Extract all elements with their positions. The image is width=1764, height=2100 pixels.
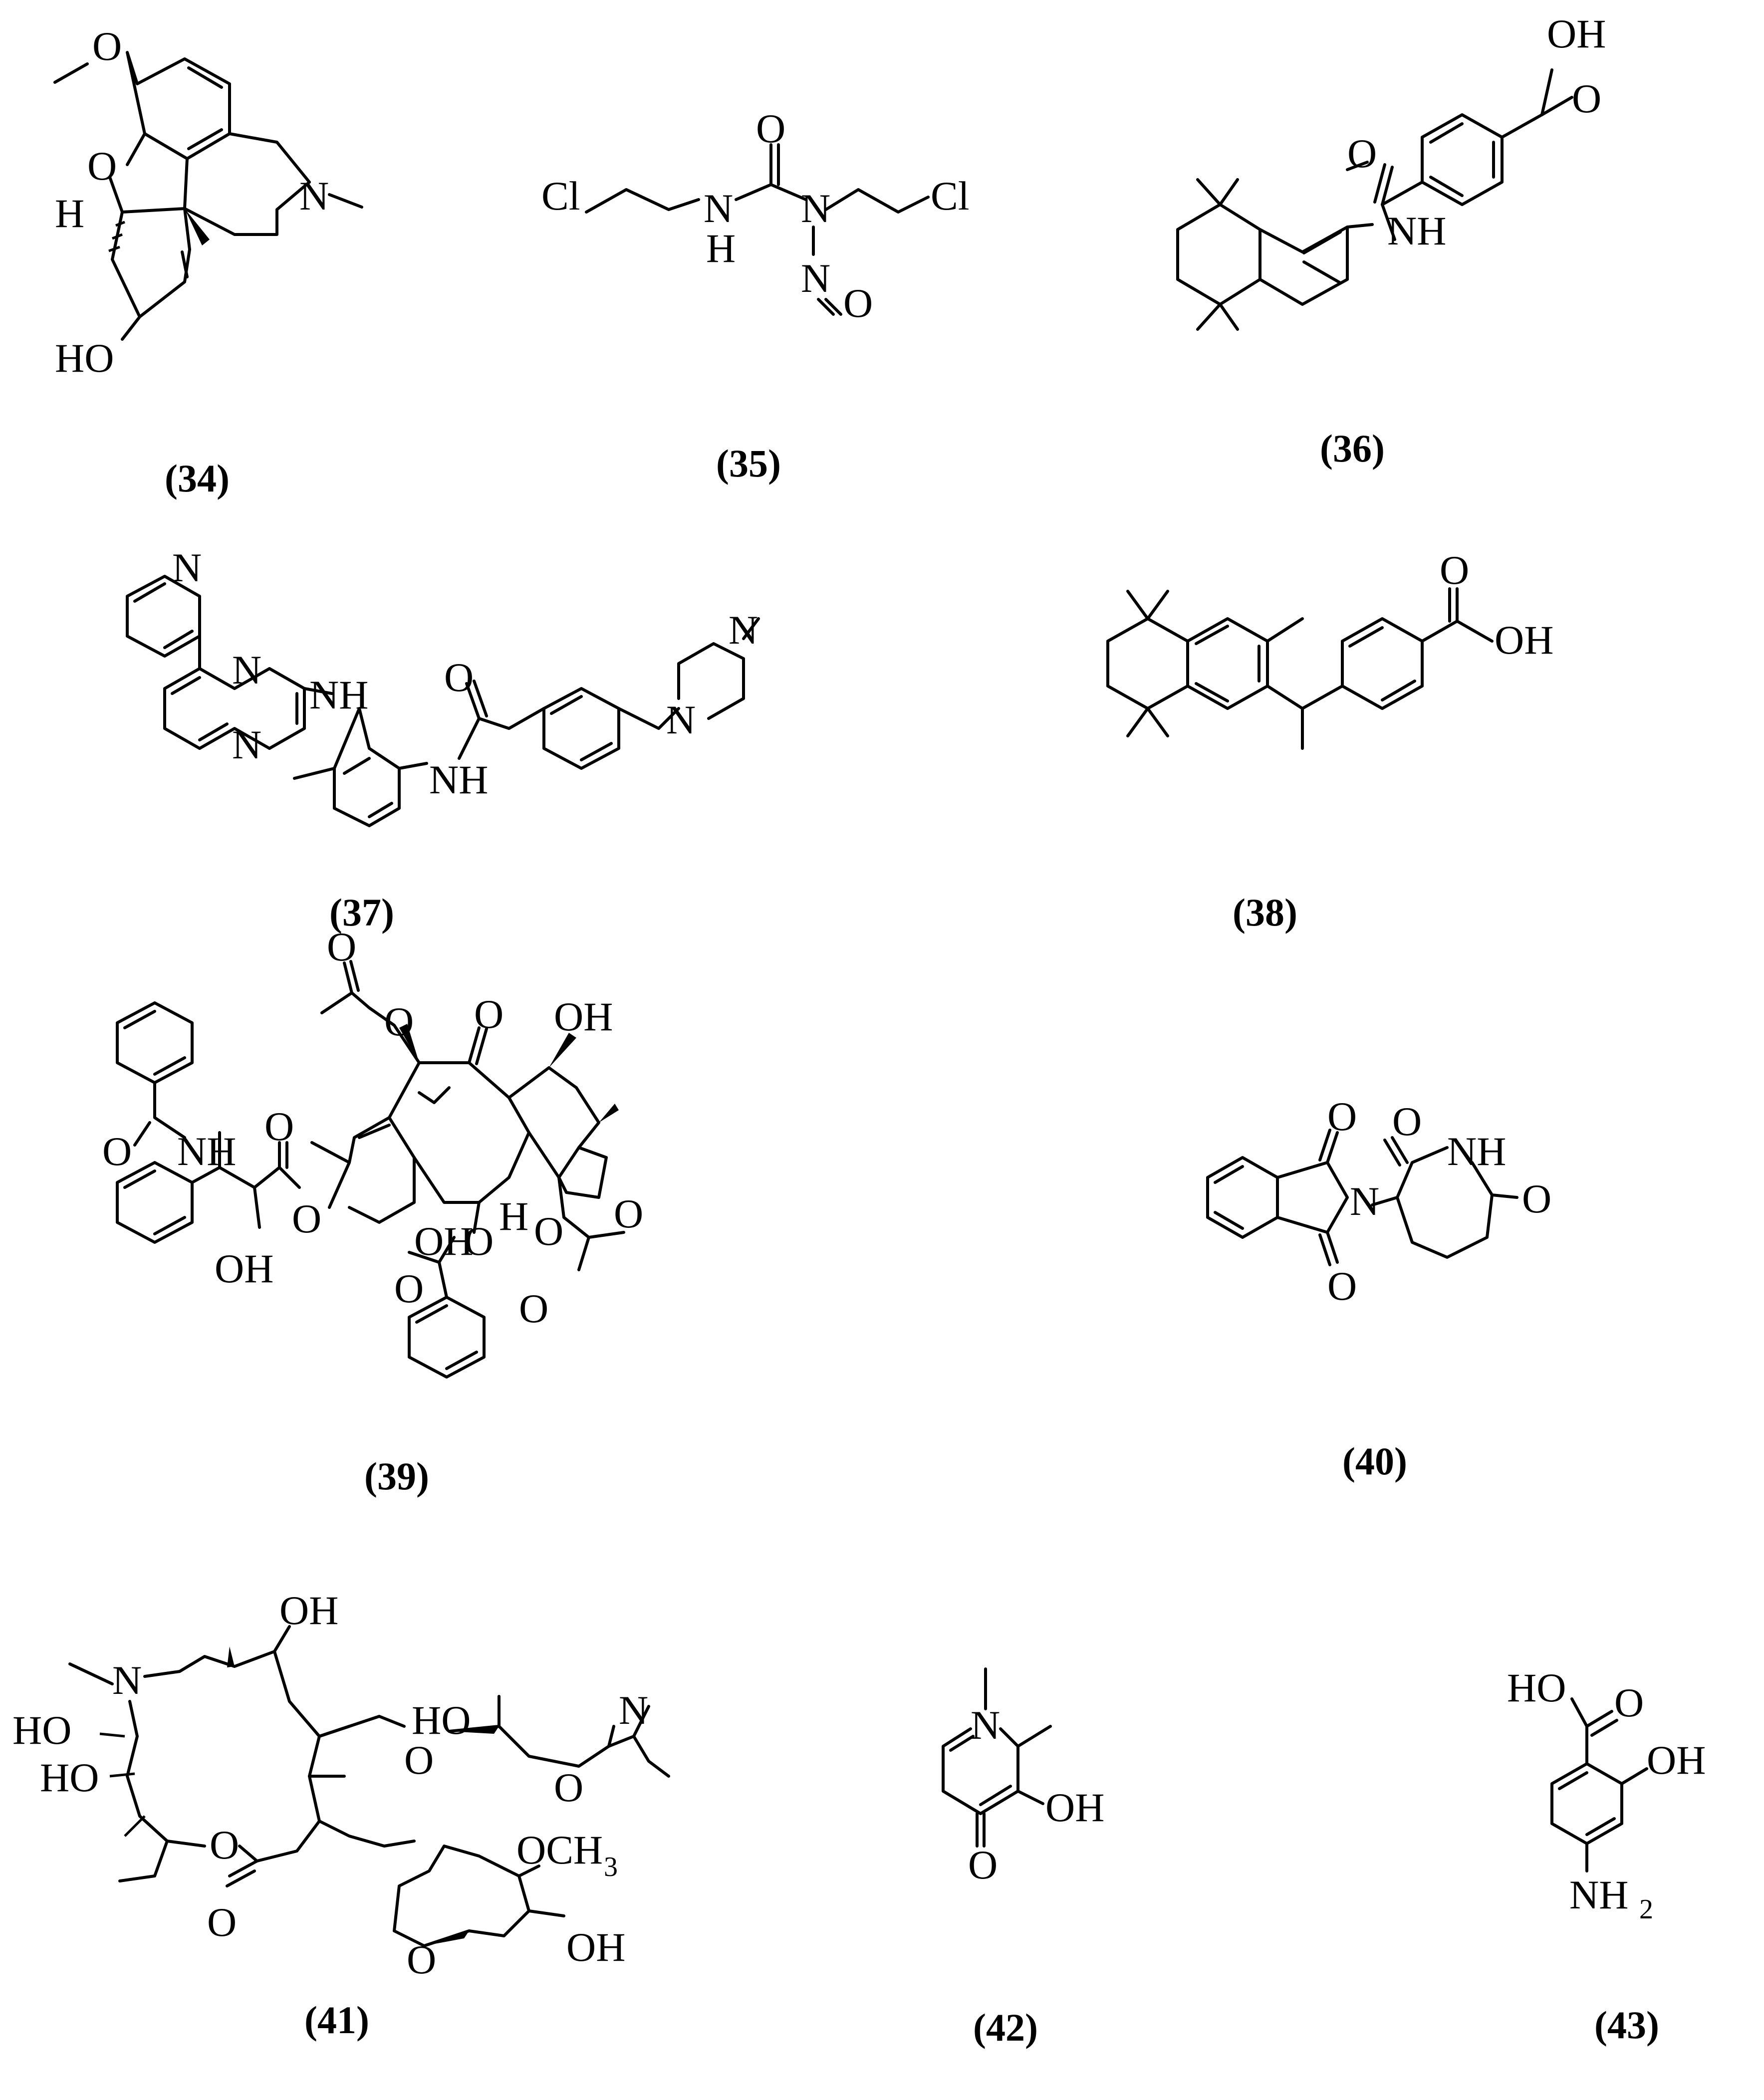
label-39-15: O	[394, 1266, 424, 1311]
label-41-2: HO	[12, 1707, 71, 1753]
label-39-0: O	[327, 924, 356, 969]
label-41-12: OH	[566, 1924, 625, 1970]
label-39-1: O	[384, 999, 414, 1044]
label-39-13: O	[534, 1208, 563, 1254]
label-43-0: HO	[1507, 1665, 1566, 1710]
caption-36: (36)	[1320, 427, 1385, 470]
label-41-sub3: 3	[604, 1852, 618, 1882]
label-42-0: N	[971, 1702, 1000, 1748]
label-35-3: H	[706, 226, 736, 271]
label-40-1: O	[1392, 1099, 1422, 1144]
label-41-5: O	[207, 1899, 237, 1945]
label-35-6: N	[801, 255, 830, 301]
compound-39: O O O OH O NH O O OH OH H O O O O O (39)	[102, 924, 643, 1498]
label-39-6: O	[264, 1104, 294, 1149]
compound-37: N N N NH O NH N N (37)	[126, 545, 760, 934]
caption-42: (42)	[973, 2006, 1038, 2049]
label-41-8: O	[404, 1737, 434, 1783]
label-39-3: OH	[554, 994, 613, 1039]
compound-35: O Cl N H N Cl N O (35)	[541, 106, 969, 485]
label-37-3: NH	[309, 672, 368, 717]
label-35-1: Cl	[541, 173, 580, 219]
label-39-12: O	[464, 1218, 494, 1264]
compound-40: O O NH N O O (40)	[1206, 1094, 1551, 1483]
caption-35: (35)	[716, 442, 781, 485]
label-41-9: O	[554, 1765, 583, 1810]
label-43-sub2: 2	[1639, 1894, 1653, 1925]
label-35-4: N	[801, 186, 830, 231]
label-39-7: O	[292, 1196, 321, 1241]
compound-41: OH N HO HO O O HO N O O OCH 3 O OH (41)	[12, 1588, 670, 2042]
label-41-4: O	[210, 1822, 239, 1867]
label-36-1: O	[1572, 76, 1601, 121]
label-40-4: O	[1522, 1176, 1551, 1221]
label-40-5: O	[1327, 1263, 1357, 1309]
label-35-7: O	[843, 280, 873, 326]
label-35-0: O	[756, 106, 785, 151]
label-39-5: NH	[177, 1129, 236, 1174]
label-37-2: N	[232, 722, 261, 767]
label-37-7: N	[729, 607, 758, 653]
label-42-2: O	[968, 1842, 998, 1887]
caption-41: (41)	[304, 1998, 369, 2042]
label-34-3: N	[299, 173, 329, 219]
label-37-4: O	[444, 655, 474, 700]
compound-34: O O H N HO (34)	[53, 23, 363, 500]
label-37-5: NH	[429, 757, 488, 802]
label-36-3: NH	[1387, 208, 1446, 253]
label-39-11: O	[614, 1191, 643, 1236]
compound-42: N OH O (42)	[942, 1667, 1104, 2049]
label-41-0: OH	[279, 1588, 338, 1633]
caption-37: (37)	[329, 891, 394, 934]
label-43-1: O	[1614, 1680, 1644, 1725]
label-34-4: HO	[55, 335, 114, 381]
label-34-1: O	[87, 143, 117, 189]
label-39-10: H	[499, 1193, 528, 1239]
caption-39: (39)	[364, 1454, 429, 1498]
label-35-2: N	[704, 186, 733, 231]
label-39-2: O	[474, 991, 504, 1037]
label-36-0: OH	[1547, 11, 1606, 56]
label-41-1: N	[112, 1657, 142, 1703]
caption-34: (34)	[165, 457, 230, 500]
label-40-3: N	[1350, 1178, 1379, 1224]
label-39-4: O	[102, 1129, 132, 1174]
label-37-6: N	[666, 697, 696, 742]
label-34-2: H	[55, 191, 84, 236]
label-41-11: O	[407, 1937, 436, 1982]
label-37-0: N	[172, 545, 202, 590]
label-39-14: O	[519, 1286, 548, 1331]
caption-38: (38)	[1233, 891, 1297, 934]
label-39-9: OH	[414, 1218, 473, 1264]
label-43-3: NH	[1569, 1872, 1628, 1917]
label-36-2: O	[1347, 131, 1377, 176]
compound-36: OH O O NH (36)	[1176, 11, 1606, 470]
compound-43: HO O OH NH 2 (43)	[1507, 1665, 1706, 2047]
label-34-0: O	[92, 23, 122, 69]
caption-43: (43)	[1594, 2003, 1659, 2047]
label-38-0: O	[1440, 547, 1469, 593]
label-42-1: OH	[1045, 1785, 1104, 1830]
compound-38: O OH (38)	[1106, 547, 1553, 934]
label-41-7: N	[619, 1687, 648, 1733]
label-41-3: HO	[40, 1755, 99, 1800]
label-38-1: OH	[1495, 617, 1553, 663]
label-41-10: OCH	[516, 1827, 603, 1872]
label-41-6: HO	[412, 1697, 471, 1743]
label-40-2: NH	[1447, 1129, 1506, 1174]
label-35-5: Cl	[931, 173, 969, 219]
caption-40: (40)	[1342, 1439, 1407, 1483]
label-43-2: OH	[1647, 1737, 1706, 1783]
label-40-0: O	[1327, 1094, 1357, 1139]
label-37-1: N	[232, 647, 261, 693]
label-39-8: OH	[215, 1246, 273, 1291]
